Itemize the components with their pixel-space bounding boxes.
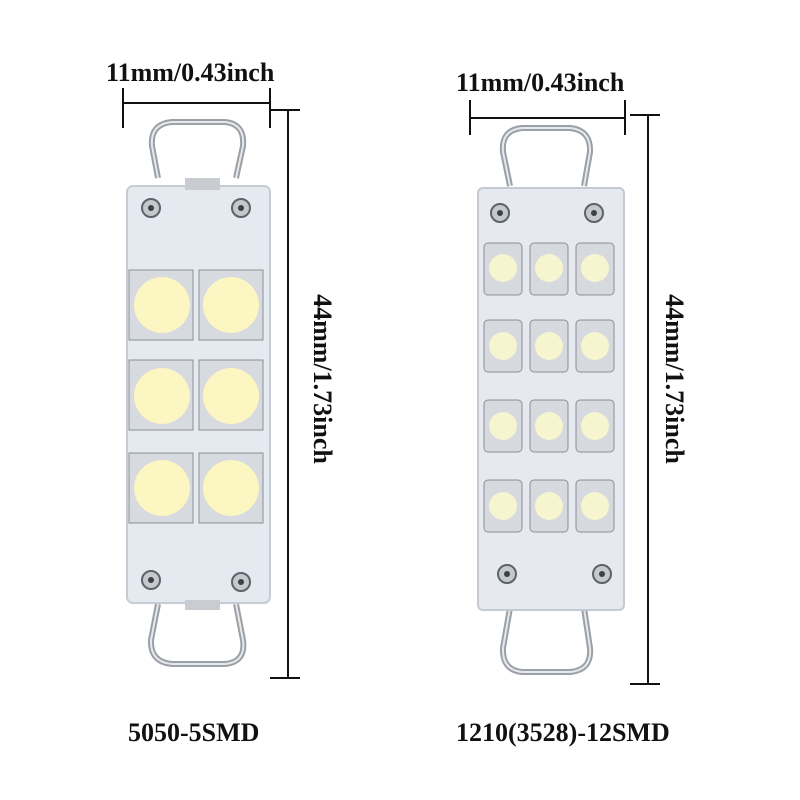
right-length-dimension — [630, 114, 660, 685]
left-top-wire-loop — [148, 119, 247, 179]
right-width-label: 11mm/0.43inch — [456, 68, 625, 97]
led-chip — [198, 452, 264, 524]
led-chip — [575, 319, 615, 373]
led-chip — [529, 399, 569, 453]
led-chip — [128, 452, 194, 524]
led-chip — [529, 319, 569, 373]
left-model-label: 5050-5SMD — [128, 718, 260, 747]
right-bottom-wire-loop — [499, 607, 594, 675]
led-chip — [128, 269, 194, 341]
right-led-chips — [483, 242, 615, 533]
led-chip — [529, 242, 569, 296]
led-chip — [128, 359, 194, 431]
led-chip — [529, 479, 569, 533]
led-chip — [483, 319, 523, 373]
led-chip — [198, 359, 264, 431]
led-chip — [575, 399, 615, 453]
left-width-label: 11mm/0.43inch — [106, 58, 275, 87]
left-led-chips — [128, 269, 264, 524]
right-model-label: 1210(3528)-12SMD — [456, 718, 670, 747]
left-width-dimension — [122, 88, 271, 128]
led-chip — [483, 399, 523, 453]
left-led-bulb — [126, 119, 271, 667]
left-length-dimension — [270, 109, 300, 679]
led-chip — [198, 269, 264, 341]
led-chip — [483, 479, 523, 533]
led-chip — [575, 242, 615, 296]
right-led-bulb — [477, 125, 625, 675]
led-chip — [483, 242, 523, 296]
left-bottom-wire-loop — [147, 603, 247, 667]
right-width-dimension — [469, 100, 626, 135]
led-chip — [575, 479, 615, 533]
right-top-wire-loop — [499, 125, 594, 187]
